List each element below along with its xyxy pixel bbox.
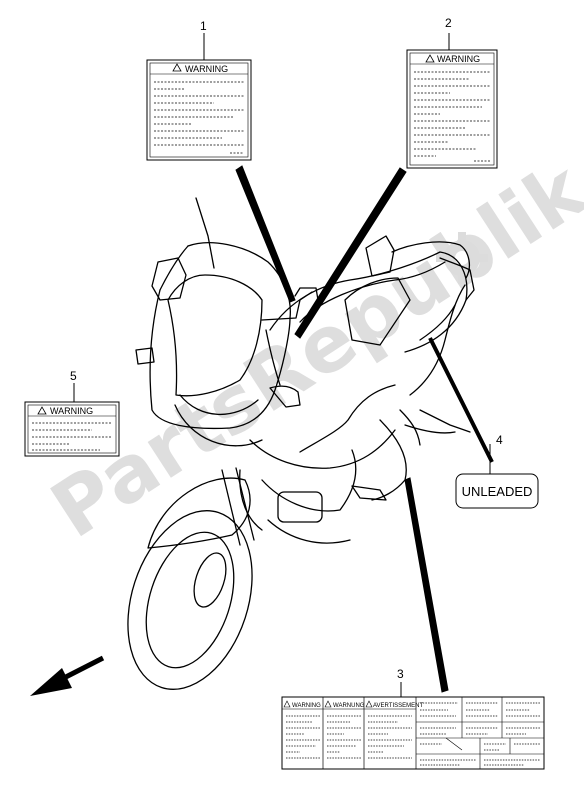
warning-triangle-icon — [425, 54, 435, 63]
callout-number-2: 2 — [445, 16, 452, 30]
front-direction-arrow-icon — [30, 655, 105, 696]
motorcycle-illustration — [127, 197, 475, 690]
callout-number-1: 1 — [200, 19, 207, 33]
label-3-col2-title: WARNUNG — [333, 703, 365, 709]
label-3-col3-title: AVERTISSEMENT — [373, 703, 423, 709]
leader-line-3 — [404, 477, 449, 693]
unleaded-label-4: UNLEADED — [455, 473, 539, 509]
label-4-text: UNLEADED — [462, 484, 533, 499]
leader-line-4 — [428, 337, 494, 463]
leader-line-2 — [294, 167, 407, 339]
warning-triangle-icon — [324, 700, 332, 708]
label-1-title: WARNING — [185, 64, 228, 74]
warning-triangle-icon — [283, 700, 291, 708]
callout-number-5: 5 — [70, 369, 77, 383]
gear-icon — [436, 232, 488, 284]
label-2-title: WARNING — [437, 54, 480, 64]
callout-number-4: 4 — [496, 433, 503, 447]
warning-label-3: WARNING WARNUNG AVERTISSEMENT — [281, 696, 545, 770]
warning-triangle-icon — [172, 63, 182, 72]
leader-lines — [73, 33, 494, 697]
warning-triangle-icon — [365, 700, 373, 708]
callout-number-3: 3 — [397, 667, 404, 681]
warning-label-1: WARNING — [146, 59, 252, 161]
leader-line-1 — [235, 165, 296, 303]
warning-triangle-icon — [37, 406, 47, 415]
label-3-col1-title: WARNING — [292, 703, 321, 709]
label-5-title: WARNING — [50, 406, 93, 416]
warning-label-2: WARNING — [406, 49, 498, 169]
warning-label-5: WARNING — [24, 401, 120, 457]
